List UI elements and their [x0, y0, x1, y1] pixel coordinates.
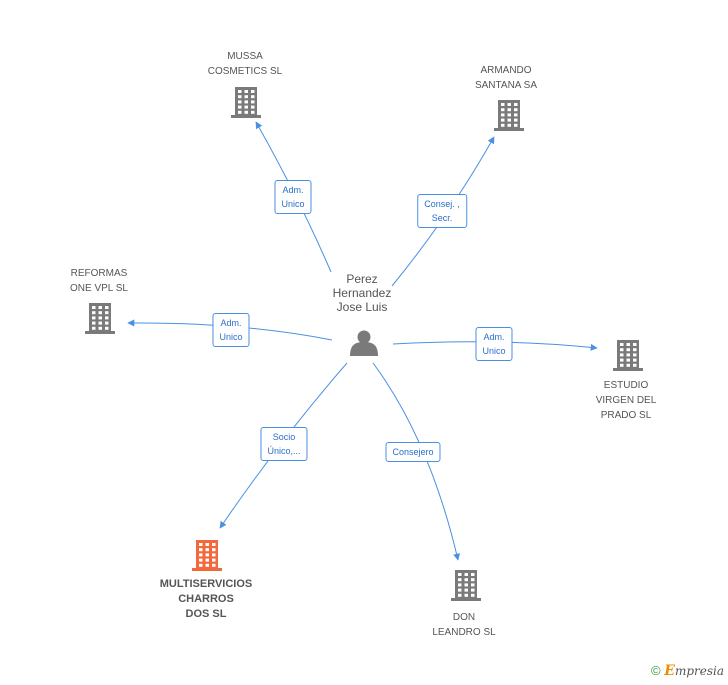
building-icon[interactable]	[192, 540, 222, 571]
company-label-estudio: ESTUDIO VIRGEN DEL PRADO SL	[596, 378, 657, 423]
person-name-line: Jose Luis	[336, 300, 388, 314]
building-icon[interactable]	[231, 87, 261, 118]
company-label-multiservicios-line: DOS SL	[185, 608, 227, 620]
building-icon[interactable]	[613, 340, 643, 371]
building-icon[interactable]	[494, 100, 524, 131]
edge-label-line: Socio	[272, 432, 296, 442]
footer-brand[interactable]: © Empresia	[651, 663, 724, 679]
company-label-reformas-line: ONE VPL SL	[70, 283, 128, 294]
company-label-estudio-line: PRADO SL	[600, 410, 652, 421]
company-label-armando-line: ARMANDO	[480, 65, 532, 76]
company-label-mussa-line: COSMETICS SL	[207, 66, 283, 77]
company-label-don: DON LEANDRO SL	[432, 610, 495, 640]
company-label-reformas: REFORMAS ONE VPL SL	[70, 266, 128, 296]
edge-label-line: Adm.	[220, 318, 242, 328]
edge-label-line: Consejero	[392, 447, 434, 457]
company-label-mussa: MUSSA COSMETICS SL	[208, 49, 282, 79]
company-label-armando: ARMANDO SANTANA SA	[475, 63, 537, 93]
edge-label-line: Adm.	[282, 185, 304, 195]
brand-logo: Empresia	[664, 663, 724, 679]
building-icon[interactable]	[451, 570, 481, 601]
person-name-line: Perez	[346, 272, 378, 286]
edge-label-line: Adm.	[483, 332, 505, 342]
edge-label-line: Único,...	[267, 446, 301, 456]
company-label-estudio-line: VIRGEN DEL	[595, 395, 657, 406]
copyright-symbol: ©	[651, 663, 661, 678]
company-label-multiservicios-line: CHARROS	[178, 593, 234, 605]
company-label-armando-line: SANTANA SA	[474, 80, 538, 91]
company-label-don-line: LEANDRO SL	[432, 627, 496, 638]
company-label-estudio-line: ESTUDIO	[603, 380, 649, 391]
edge-label-armando[interactable]: Consej. , Secr.	[417, 194, 467, 228]
company-label-multiservicios-line: MULTISERVICIOS	[159, 578, 253, 590]
company-label-mussa-line: MUSSA	[227, 51, 263, 62]
edge-label-don[interactable]: Consejero	[385, 442, 441, 462]
edge-label-line: Secr.	[431, 213, 453, 223]
edge-label-estudio[interactable]: Adm. Unico	[475, 327, 513, 361]
building-icon[interactable]	[85, 303, 115, 334]
edge-label-mussa[interactable]: Adm. Unico	[274, 180, 312, 214]
edge-label-line: Consej. ,	[424, 199, 460, 209]
company-label-don-line: DON	[452, 612, 476, 623]
company-label-multiservicios: MULTISERVICIOS CHARROS DOS SL	[160, 577, 253, 622]
edge-label-line: Unico	[482, 346, 506, 356]
edge-label-reformas[interactable]: Adm. Unico	[212, 313, 250, 347]
person-name-line: Hernandez	[332, 286, 392, 300]
edge-label-line: Unico	[281, 199, 305, 209]
person-icon[interactable]	[350, 330, 378, 357]
company-label-reformas-line: REFORMAS	[70, 268, 128, 279]
edge-label-line: Unico	[219, 332, 243, 342]
